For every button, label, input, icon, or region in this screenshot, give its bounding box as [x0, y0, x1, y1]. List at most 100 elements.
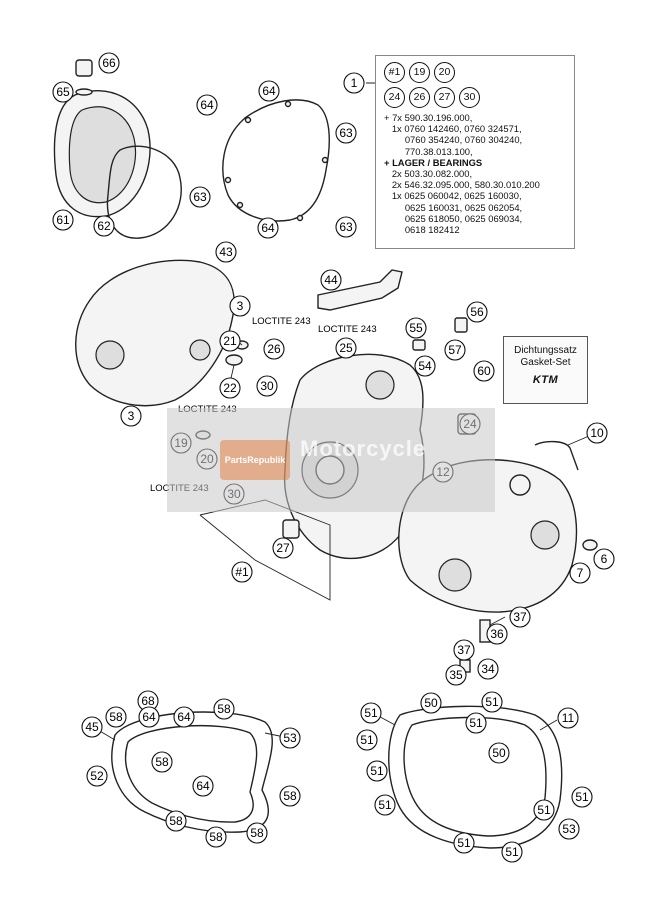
clutch-cover-gasket-frame — [222, 99, 330, 222]
kit-line: 1x 0760 142460, 0760 324571, — [384, 123, 522, 135]
callout-circle — [263, 338, 285, 360]
callout-circle — [356, 729, 378, 751]
callout-number: 37 — [457, 643, 471, 657]
callout-circle — [571, 786, 593, 808]
callout-circle — [501, 841, 523, 863]
kit-line: 1x 0625 060042, 0625 160030, — [384, 190, 522, 202]
callout-number: 51 — [457, 836, 471, 850]
callout-circle — [279, 727, 301, 749]
part-callout: 11 — [557, 707, 579, 729]
callout-number: 51 — [360, 733, 374, 747]
callout-circle — [343, 72, 365, 94]
callout-circle — [189, 186, 211, 208]
part-callout: 24 — [459, 413, 481, 435]
part-callout: 43 — [215, 241, 237, 263]
callout-circle — [205, 826, 227, 848]
callout-number: 68 — [141, 694, 155, 708]
clutch-cover-gasket — [106, 145, 182, 239]
kit-ref: 27 — [434, 87, 455, 108]
callout-number: 50 — [424, 696, 438, 710]
callout-circle — [320, 269, 342, 291]
callout-circle — [558, 818, 580, 840]
callout-number: 64 — [196, 779, 210, 793]
clutch-cover-outer — [53, 90, 151, 218]
part-callout: 36 — [486, 623, 508, 645]
callout-number: 24 — [463, 417, 477, 431]
callout-circle — [105, 706, 127, 728]
part-callout: 62 — [93, 215, 115, 237]
callout-circle — [86, 765, 108, 787]
part-callout: 51 — [374, 794, 396, 816]
callout-circle — [215, 241, 237, 263]
kit-reference-list: 24 26 27 30 — [384, 87, 568, 108]
loctite-label: LOCTITE 243 — [150, 483, 209, 494]
callout-circle — [272, 537, 294, 559]
part-callout: 63 — [335, 122, 357, 144]
callout-circle — [465, 712, 487, 734]
ktm-logo: KTM — [532, 374, 559, 386]
part-callout: 3 — [120, 405, 142, 427]
callout-number: 7 — [577, 566, 584, 580]
callout-number: 64 — [261, 221, 275, 235]
kit-line: 770.38.013.100, — [384, 145, 473, 157]
callout-circle — [196, 94, 218, 116]
crankcase-right — [398, 459, 578, 613]
callout-circle — [335, 216, 357, 238]
callout-number: 52 — [90, 769, 104, 783]
callout-number: 20 — [200, 452, 214, 466]
callout-number: 30 — [227, 487, 241, 501]
callout-number: 58 — [169, 814, 183, 828]
callout-circle — [257, 217, 279, 239]
callout-number: 21 — [223, 334, 237, 348]
callout-number: 64 — [177, 710, 191, 724]
part-callout: #1 — [231, 561, 253, 583]
callout-circle — [279, 785, 301, 807]
kit-ref: 24 — [384, 87, 405, 108]
callout-circle — [593, 548, 615, 570]
callout-number: 34 — [481, 662, 495, 676]
part-callout: 64 — [173, 706, 195, 728]
kit-line: 0625 160031, 0625 062054, — [384, 201, 523, 213]
callout-circle — [81, 716, 103, 738]
part-callout: 53 — [279, 727, 301, 749]
callout-circle — [466, 301, 488, 323]
callout-circle — [258, 80, 280, 102]
callout-number: 10 — [590, 426, 604, 440]
part-callout: 3 — [229, 295, 251, 317]
lower-left-gasket — [111, 711, 273, 833]
bracket — [317, 269, 403, 311]
part-callout: 63 — [189, 186, 211, 208]
callout-number: 11 — [562, 711, 575, 725]
callout-number: #1 — [235, 565, 249, 579]
callout-number: 58 — [217, 702, 231, 716]
gasket-set-label-de: Dichtungssatz — [514, 345, 577, 356]
part-callout: 66 — [98, 52, 120, 74]
kit-line-heading: + LAGER / BEARINGS — [384, 156, 483, 168]
part-callout: 68 — [137, 690, 159, 712]
part-callout: 58 — [205, 826, 227, 848]
clutch-cover — [75, 259, 235, 407]
kit-line: 0625 618050, 0625 069034, — [384, 212, 523, 224]
kit-ref: 19 — [409, 62, 430, 83]
callout-number: 1 — [351, 76, 358, 90]
part-callout: 51 — [571, 786, 593, 808]
callout-circle — [569, 562, 591, 584]
callout-number: 53 — [562, 822, 576, 836]
callout-number: 27 — [276, 541, 290, 555]
callout-number: 55 — [409, 321, 423, 335]
kit-line: + 7x 590.30.196.000, — [384, 112, 473, 123]
part-callout: 65 — [52, 81, 74, 103]
part-callout: 58 — [246, 822, 268, 844]
callout-circle — [93, 215, 115, 237]
callout-number: 3 — [128, 409, 135, 423]
callout-circle — [229, 295, 251, 317]
callout-number: 22 — [223, 381, 237, 395]
watermark-logo: PartsRepublik — [220, 440, 290, 480]
part-callout: 20 — [196, 448, 218, 470]
callout-circle — [486, 623, 508, 645]
gasket-set-box: Dichtungssatz Gasket-Set KTM — [503, 336, 588, 404]
callout-circle — [374, 794, 396, 816]
part-callout: 19 — [170, 432, 192, 454]
callout-circle — [231, 561, 253, 583]
callout-circle — [533, 799, 555, 821]
